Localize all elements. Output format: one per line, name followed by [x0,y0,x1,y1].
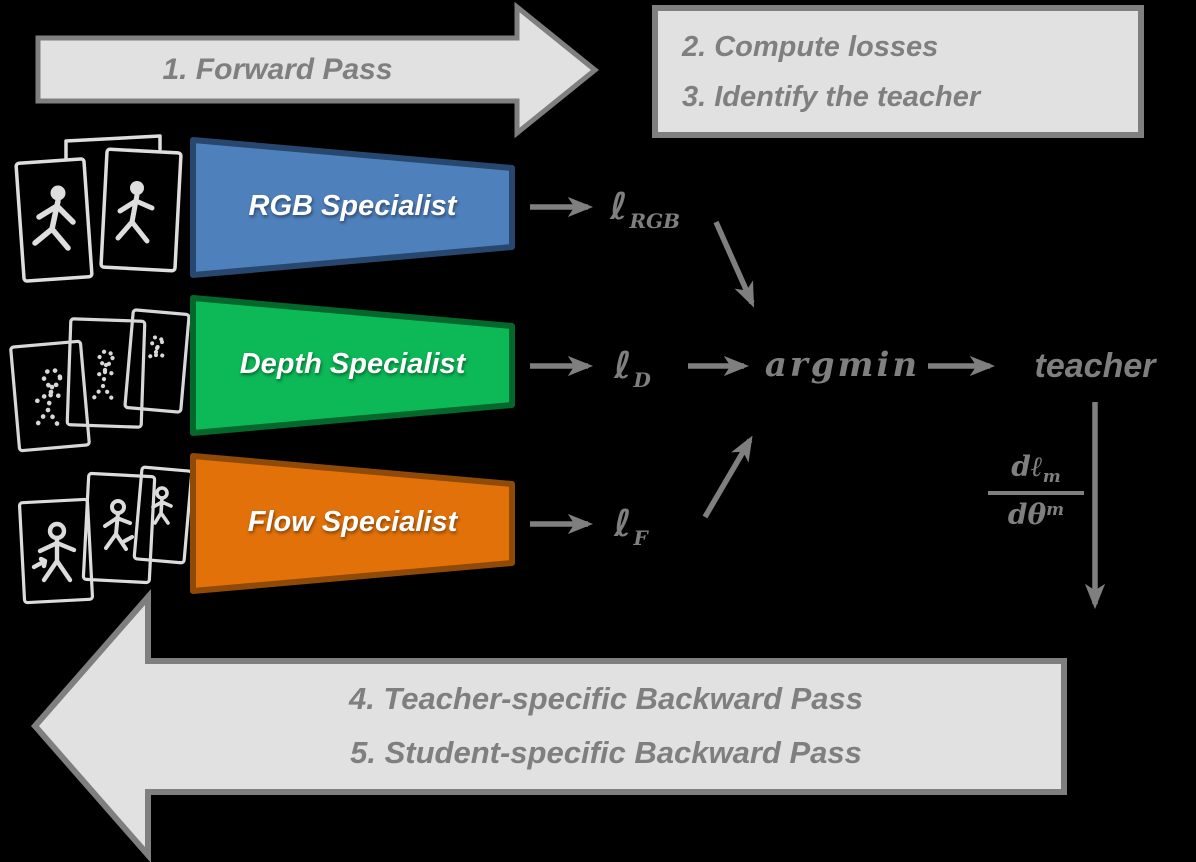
sketch-frame [14,157,94,283]
sketch-frame [132,465,194,565]
sketch-frame [99,147,183,273]
depth-frames-sketch-icon [9,308,191,453]
ell-symbol: ℓ [610,184,628,228]
rgb-specialist-label: RGB Specialist [248,190,457,222]
sketch-frame [17,497,95,605]
ell-symbol: ℓ [614,343,632,387]
flow-figure [103,499,134,551]
running-figure [115,181,155,244]
sketch-frame [9,339,91,453]
teacher-label: teacher [1034,347,1156,385]
backward-pass-line-1: 4. Teacher-specific Backward Pass [348,681,864,716]
steps-box-line-1: 2. Compute losses [682,30,939,63]
gradient-denominator: dθm [1007,498,1065,531]
dotted-figure [33,367,68,431]
depth-specialist-trapezoid [190,295,515,436]
rgb-frames-sketch-icon [14,134,183,283]
steps-box-line-2: 3. Identify the teacher [682,80,981,113]
backward-pass-arrow [31,589,1067,862]
dotted-figure [90,349,120,403]
fraction-bar [988,491,1084,495]
sketch-frame-edge [64,134,162,161]
ell-symbol: ℓ [614,501,632,545]
forward-pass-arrow [35,1,599,139]
rgb-specialist-trapezoid [190,137,515,278]
gradient-numerator: dℓm [1011,450,1061,487]
flow-figure [151,486,173,525]
ell-subscript: D [633,368,651,392]
gradient-fraction: dℓm dθm [986,450,1086,536]
ell-subscript: RGB [629,209,681,233]
argmin-label: argmin [764,345,921,385]
backward-pass-labels: 4. Teacher-specific Backward Pass 5. Stu… [150,672,1062,780]
flow-specialist-trapezoid [190,453,515,594]
flow-figure [31,521,77,583]
backward-pass-line-2: 5. Student-specific Backward Pass [350,735,862,770]
sketch-frame [123,308,191,414]
steps-box: 2. Compute losses 3. Identify the teache… [652,5,1144,138]
sketch-frame [81,471,157,585]
sketch-frame [65,317,147,429]
dotted-figure [146,335,167,364]
running-figure [32,185,76,251]
flow-specialist-label: Flow Specialist [247,506,458,538]
forward-pass-label: 1. Forward Pass [162,53,393,86]
ell-subscript: F [633,526,648,550]
depth-specialist-label: Depth Specialist [239,348,466,380]
flow-frames-sketch-icon [17,465,194,605]
